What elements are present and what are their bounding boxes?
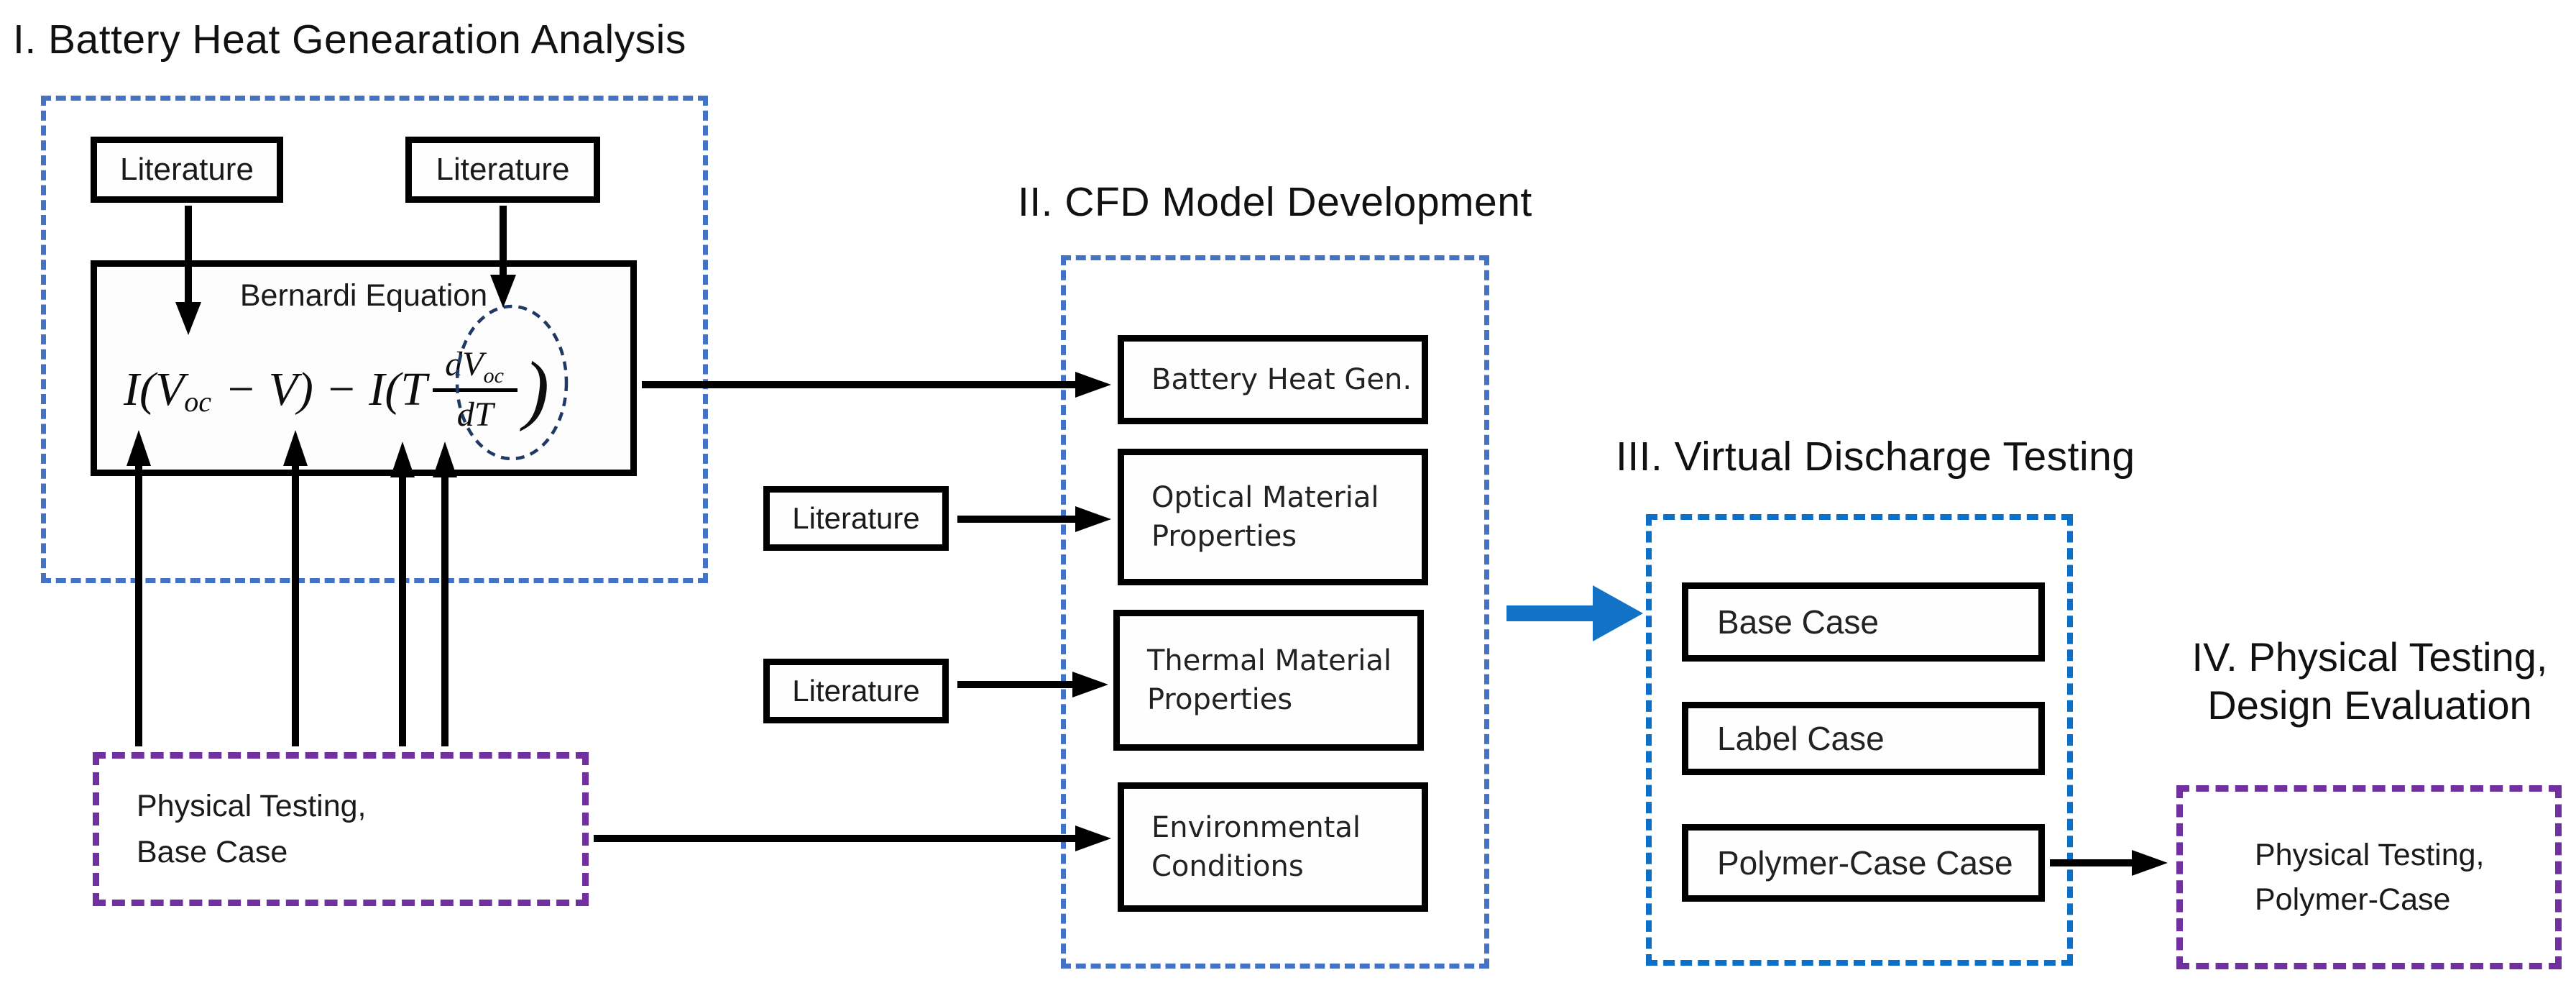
phase1-literature-left-box: Literature (91, 137, 283, 203)
phase4-box-line1: Physical Testing, (2255, 837, 2485, 872)
physical-testing-line1: Physical Testing, (137, 788, 367, 823)
phase2-box-environmental: Environmental Conditions (1118, 782, 1428, 912)
phase3-box-label: Label Case (1717, 720, 1885, 757)
phase2-box-label: Optical Material Properties (1151, 481, 1379, 553)
equation-middle: − V) − I(T (213, 363, 428, 416)
phase2-box-label: Battery Heat Gen. (1151, 363, 1412, 396)
phase1-literature-right-box: Literature (405, 137, 600, 203)
phase4-title-line2: Design Evaluation (2207, 682, 2532, 728)
phase4-title: IV. Physical Testing, Design Evaluation (2163, 633, 2576, 729)
phase4-physical-testing-box: Physical Testing, Polymer-Case (2176, 785, 2562, 969)
phase2-dashed-container (1061, 255, 1489, 969)
phase3-box-polymer-case: Polymer-Case Case (1682, 824, 2045, 902)
phase2-box-label: Thermal Material Properties (1147, 644, 1392, 716)
phase3-box-label: Polymer-Case Case (1717, 844, 2013, 882)
phase1-literature-right-label: Literature (436, 152, 570, 187)
phase2-box-battery-heat-gen: Battery Heat Gen. (1118, 335, 1428, 424)
phase2-box-label: Environmental Conditions (1151, 811, 1361, 883)
phase1-title: I. Battery Heat Genearation Analysis (13, 17, 686, 63)
phase2-literature-top-box: Literature (763, 486, 949, 551)
phase3-dashed-container (1646, 514, 2073, 966)
phase4-title-line1: IV. Physical Testing, (2191, 634, 2548, 680)
bernardi-equation-label: Bernardi Equation (239, 278, 488, 313)
phase1-literature-left-label: Literature (120, 152, 254, 187)
phase3-box-base-case: Base Case (1682, 582, 2045, 662)
phase4-box-line2: Polymer-Case (2255, 882, 2451, 917)
phase2-literature-top-label: Literature (792, 501, 920, 535)
fraction-numerator-subscript: oc (483, 363, 504, 388)
phase3-box-label: Base Case (1717, 603, 1880, 641)
phase3-box-label-case: Label Case (1682, 702, 2045, 775)
phase1-dashed-container (41, 96, 708, 583)
phase3-title: III. Virtual Discharge Testing (1616, 434, 2135, 480)
physical-testing-line2: Base Case (137, 835, 288, 869)
arrow-phase2-to-phase3 (1506, 585, 1643, 641)
equation-prefix: I(V (124, 363, 185, 416)
equation-closing-paren: ) (523, 347, 550, 433)
phase1-physical-testing-box: Physical Testing, Base Case (93, 752, 589, 906)
fraction-numerator: dV (445, 344, 484, 383)
phase2-literature-bottom-box: Literature (763, 659, 949, 723)
arrow-physical-testing-to-environmental (594, 825, 1111, 851)
phase2-title: II. CFD Model Development (1018, 179, 1532, 225)
arrow-equation-to-battery-heat-gen (642, 372, 1111, 398)
phase2-box-optical-material: Optical Material Properties (1118, 449, 1428, 585)
equation-prefix-subscript: oc (184, 385, 212, 418)
fraction-bar (433, 388, 518, 392)
fraction-denominator: dT (456, 395, 494, 434)
phase2-box-thermal-material: Thermal Material Properties (1113, 610, 1424, 751)
phase2-literature-bottom-label: Literature (792, 674, 920, 708)
